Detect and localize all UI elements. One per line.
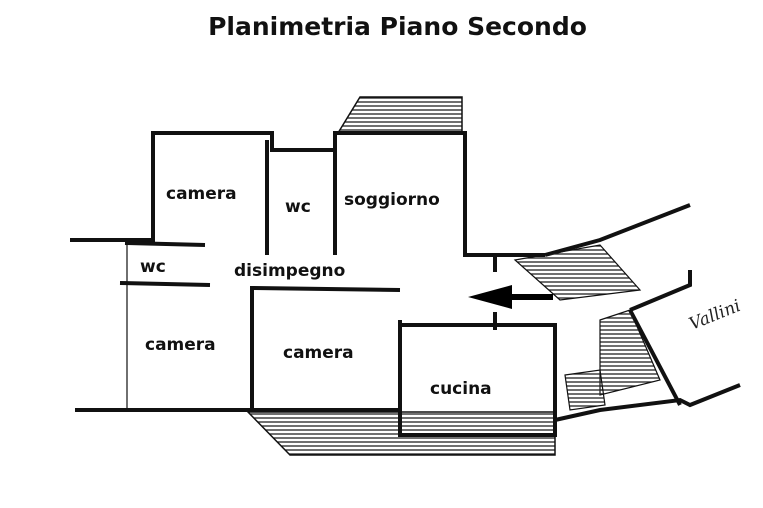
room-label-camera-top: camera bbox=[166, 184, 237, 204]
walls bbox=[70, 131, 741, 437]
balcony-top bbox=[336, 96, 463, 134]
room-label-cucina: cucina bbox=[430, 379, 492, 399]
room-label-disimpegno: disimpegno bbox=[234, 261, 345, 281]
room-label-camera-bottom-left: camera bbox=[145, 335, 216, 355]
room-label-camera-bottom-mid: camera bbox=[283, 343, 354, 363]
room-label-wc-top: wc bbox=[285, 197, 311, 217]
room-label-soggiorno: soggiorno bbox=[344, 190, 440, 210]
signature: Vallini bbox=[686, 296, 743, 335]
stairs bbox=[513, 244, 661, 411]
arrow-icon bbox=[468, 285, 553, 309]
plan-title: Planimetria Piano Secondo bbox=[208, 12, 587, 41]
room-label-wc-small: wc bbox=[140, 257, 166, 277]
